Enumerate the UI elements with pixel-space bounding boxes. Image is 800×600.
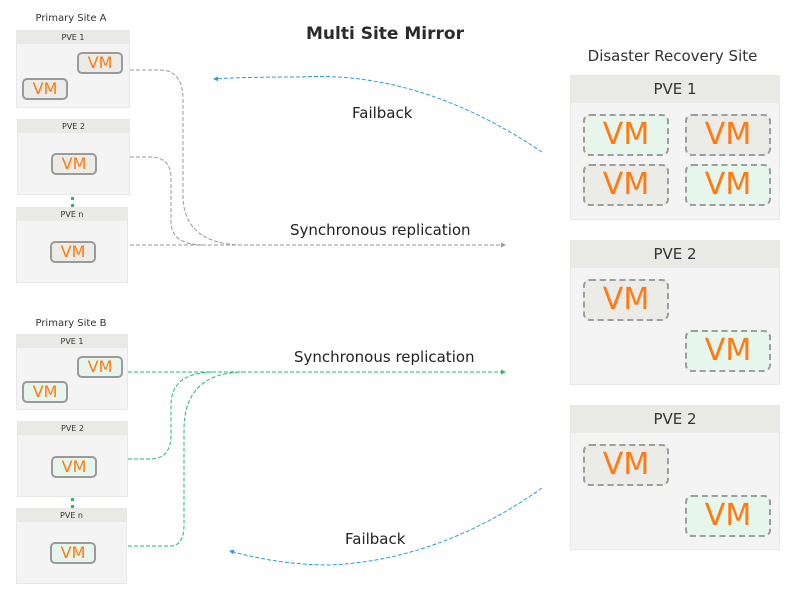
node-title: PVE n [17, 208, 127, 221]
vm-box: VM [22, 381, 68, 403]
node-title: PVE 2 [571, 406, 779, 433]
vm-box: VM [685, 114, 771, 156]
vm-box: VM [50, 241, 96, 263]
vm-box: VM [77, 356, 123, 378]
node-title: PVE 2 [18, 422, 127, 435]
node-title: PVE 1 [571, 76, 779, 103]
failback-arc-bottom [229, 487, 543, 566]
dr-node-pve1: PVE 1 VM VM VM VM [570, 75, 780, 220]
vm-box: VM [685, 330, 771, 372]
vm-box: VM [685, 164, 771, 206]
site-a-node-pve1: PVE 1 VM VM [16, 30, 130, 108]
dr-node-pve2-a: PVE 2 VM VM [570, 240, 780, 385]
vm-box: VM [51, 456, 97, 478]
primary-site-b-label: Primary Site B [35, 318, 107, 329]
site-a-node-pve2: PVE 2 VM [17, 119, 130, 195]
node-title: PVE 1 [17, 335, 127, 348]
failback-label-bottom: Failback [345, 530, 406, 548]
vm-box: VM [583, 114, 669, 156]
replication-line-a-pve2 [130, 156, 206, 246]
node-title: PVE 2 [18, 120, 129, 133]
diagram-title: Multi Site Mirror [306, 24, 464, 44]
replication-line-a-pve1 [130, 69, 246, 246]
replication-label-top: Synchronous replication [290, 221, 471, 239]
site-b-node-pven: PVE n VM [16, 508, 127, 584]
node-title: PVE 1 [17, 31, 129, 44]
node-title: PVE 2 [571, 241, 779, 268]
vm-box: VM [583, 444, 669, 486]
failback-arc-top [213, 75, 543, 153]
dr-site-label: Disaster Recovery Site [587, 47, 758, 65]
site-b-node-pve1: PVE 1 VM VM [16, 334, 128, 410]
replication-line-b-pven [128, 371, 246, 547]
replication-line-b-pve2 [128, 371, 216, 460]
more-nodes-ellipsis [71, 498, 77, 508]
vm-box: VM [50, 542, 96, 564]
vm-box: VM [51, 153, 97, 175]
more-nodes-ellipsis [71, 197, 77, 207]
site-b-node-pve2: PVE 2 VM [17, 421, 128, 497]
vm-box: VM [22, 78, 68, 100]
vm-box: VM [685, 495, 771, 537]
replication-label-bottom: Synchronous replication [294, 348, 475, 366]
node-title: PVE n [17, 509, 126, 522]
vm-box: VM [77, 52, 123, 74]
primary-site-a-label: Primary Site A [35, 13, 107, 24]
site-a-node-pven: PVE n VM [16, 207, 128, 283]
vm-box: VM [583, 164, 669, 206]
vm-box: VM [583, 279, 669, 321]
dr-node-pve2-b: PVE 2 VM VM [570, 405, 780, 550]
failback-label-top: Failback [352, 104, 413, 122]
